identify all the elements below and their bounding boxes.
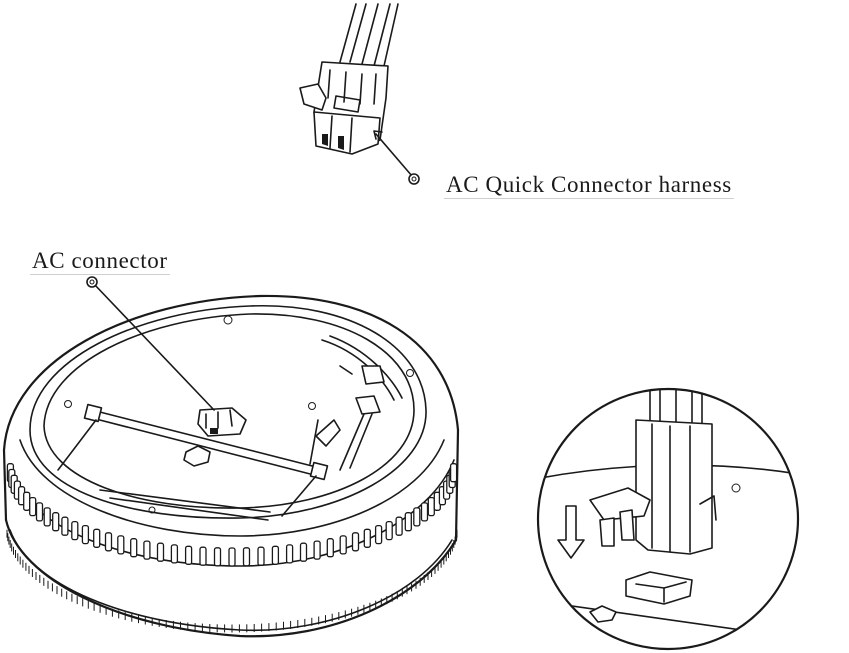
vent-slot xyxy=(257,546,265,566)
vent-slot xyxy=(363,528,371,548)
vent-slot xyxy=(130,538,138,558)
vent-slot xyxy=(326,538,334,558)
vent-slot xyxy=(213,547,222,567)
vent-slot xyxy=(242,547,251,567)
vent-slot xyxy=(61,516,69,536)
vent-slot xyxy=(339,535,347,555)
alarm-base xyxy=(2,276,460,638)
vent-slot xyxy=(93,528,101,548)
vent-slot xyxy=(313,540,321,560)
vent-slot xyxy=(43,507,51,527)
vent-slot xyxy=(52,512,60,532)
vent-slot xyxy=(404,512,412,532)
vent-slot xyxy=(117,535,125,555)
vent-slot xyxy=(29,496,37,517)
vent-slot xyxy=(420,502,429,522)
harness-label: AC Quick Connector harness xyxy=(444,172,734,199)
vent-slot xyxy=(71,520,79,541)
vent-slot xyxy=(170,544,179,564)
vent-slot xyxy=(228,547,236,567)
quick-connector-harness xyxy=(299,3,420,185)
vent-slot xyxy=(143,540,151,560)
knurled-rim xyxy=(6,529,458,633)
vent-slot xyxy=(351,532,360,552)
vent-slot xyxy=(81,524,90,545)
vent-slot xyxy=(271,545,280,565)
vent-slot xyxy=(395,516,403,536)
detail-inset xyxy=(536,387,800,651)
vent-slot xyxy=(104,532,113,552)
vent-slot xyxy=(299,542,308,562)
vent-slots xyxy=(6,463,458,567)
vent-slot xyxy=(427,496,435,517)
ac-connector-label: AC connector xyxy=(30,248,170,275)
vent-slot xyxy=(184,545,193,565)
vent-slot xyxy=(35,502,44,522)
vent-slot xyxy=(156,542,165,562)
vent-slot xyxy=(413,507,421,527)
vent-slot xyxy=(385,520,393,541)
vent-slot xyxy=(23,491,31,511)
vent-slot xyxy=(199,546,207,566)
vent-slot xyxy=(374,524,383,545)
vent-slot xyxy=(449,463,458,483)
vent-slot xyxy=(285,544,294,564)
